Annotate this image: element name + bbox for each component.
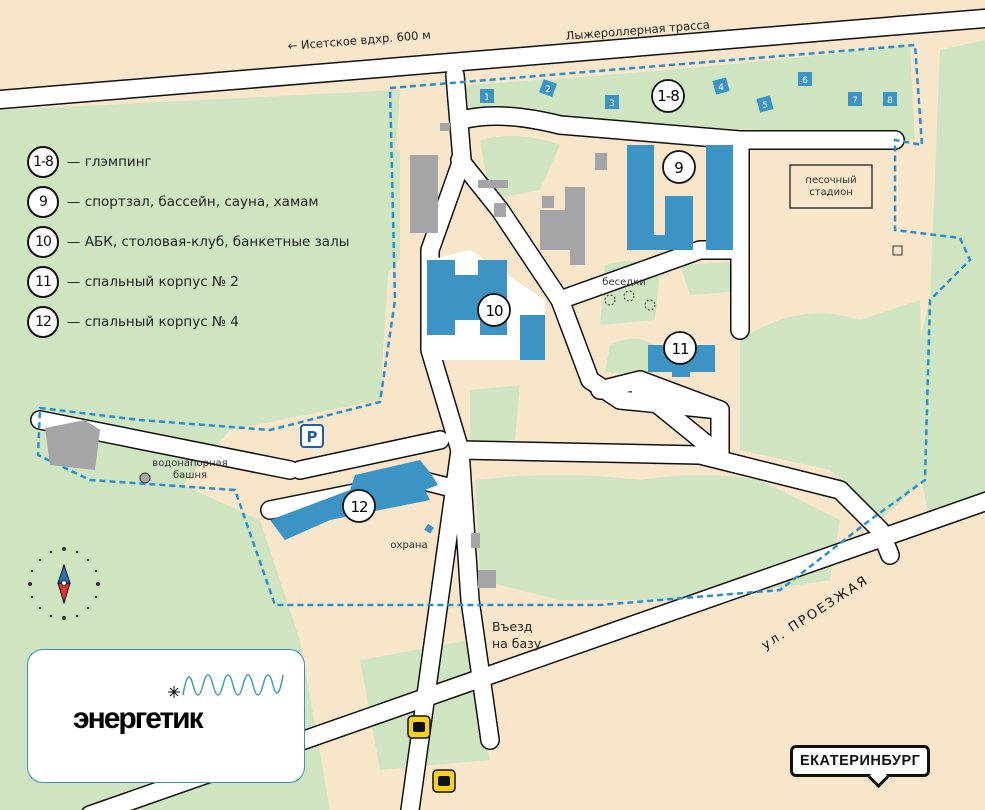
legend-text: — спальный корпус № 4 (67, 314, 239, 330)
asterisk-icon (168, 686, 180, 698)
legend-badge: 12 (27, 306, 59, 338)
glamping-2[interactable]: 2 (545, 85, 551, 95)
stadium-label-2: стадион (809, 187, 853, 198)
road-label-lake: ← Исетское вдхр. 600 м (287, 28, 431, 53)
marker-11[interactable]: 11 (671, 340, 690, 358)
glamping-7[interactable]: 7 (852, 96, 858, 106)
blocks (789, 164, 873, 209)
stadium-label: песочный (805, 175, 856, 186)
parking-icon: P (300, 424, 324, 448)
svg-text:P: P (307, 428, 318, 446)
gazebo-icons (604, 290, 656, 311)
compass-icon (28, 547, 100, 620)
bus-stop-icon (407, 715, 456, 793)
water-tower-icon (139, 472, 151, 484)
legend-text: — спальный корпус № 2 (67, 274, 239, 290)
legend-text: — спортзал, бассейн, сауна, хамам (67, 194, 319, 210)
gazebos-label: беседки (602, 277, 645, 288)
marker-10[interactable]: 10 (485, 302, 504, 320)
city-sign: ЕКАТЕРИНБУРГ (790, 745, 931, 777)
marker-9[interactable]: 9 (674, 159, 684, 177)
legend: 1-8 — глэмпинг 9 — спортзал, бассейн, саун… (27, 142, 349, 342)
building-markers: 1-8 9 10 11 12 (342, 79, 697, 523)
tower-label-2: башня (173, 470, 207, 481)
tower-label: водонапорная (152, 458, 227, 469)
glamping-5[interactable]: 5 (762, 101, 768, 111)
legend-text: — АБК, столовая-клуб, банкетные залы (67, 234, 350, 250)
guard-label: охрана (390, 540, 427, 551)
territory-boundary (36, 43, 972, 607)
glamping-6[interactable]: 6 (802, 76, 808, 86)
legend-badge: 10 (27, 226, 59, 258)
glamping-markers: 1 2 3 4 5 6 7 8 (480, 72, 897, 113)
logo-card: энергетик (27, 649, 305, 783)
marker-1-8[interactable]: 1-8 (657, 87, 680, 105)
logo-text: энергетик (73, 702, 204, 735)
logo-wave-icon (168, 674, 284, 698)
marker-12[interactable]: 12 (350, 498, 369, 516)
legend-item: 9 — спортзал, бассейн, сауна, хамам (27, 182, 349, 222)
legend-badge: 1-8 (27, 146, 59, 178)
legend-text: — глэмпинг (67, 154, 152, 170)
entry-label-2: на базу (492, 636, 542, 651)
small-structure (892, 245, 903, 256)
legend-item: 1-8 — глэмпинг (27, 142, 349, 182)
glamping-3[interactable]: 3 (609, 99, 615, 109)
glamping-8[interactable]: 8 (887, 96, 893, 106)
glamping-1[interactable]: 1 (484, 93, 490, 103)
legend-badge: 9 (27, 186, 59, 218)
legend-item: 12 — спальный корпус № 4 (27, 302, 349, 342)
legend-item: 10 — АБК, столовая-клуб, банкетные залы (27, 222, 349, 262)
legend-badge: 11 (27, 266, 59, 298)
glamping-4[interactable]: 4 (718, 83, 724, 93)
entry-label: Въезд (492, 619, 532, 634)
service-buildings (45, 123, 607, 588)
legend-item: 11 — спальный корпус № 2 (27, 262, 349, 302)
